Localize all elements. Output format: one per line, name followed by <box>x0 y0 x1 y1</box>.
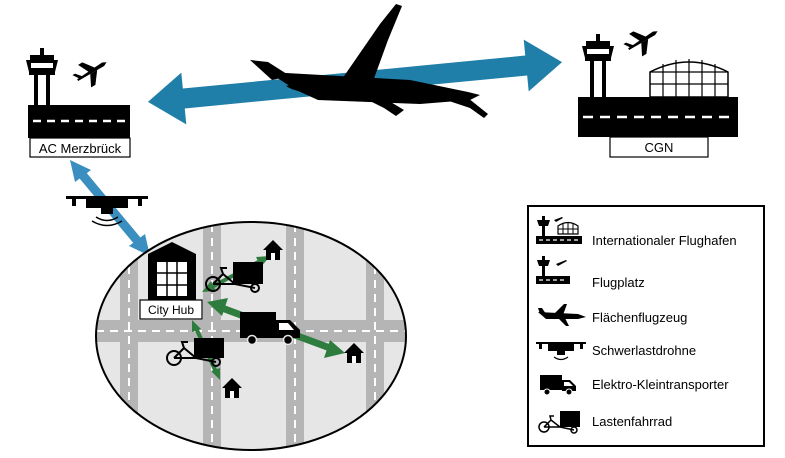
terminal-building <box>649 59 729 98</box>
hub-label: City Hub <box>148 303 194 317</box>
legend-label: Flugplatz <box>592 275 645 290</box>
legend-label: Lastenfahrrad <box>592 414 672 429</box>
small-plane-icon <box>623 31 658 57</box>
cargo-bike-icon <box>205 262 263 293</box>
hub-label-box <box>139 299 203 320</box>
airplane-icon <box>250 4 488 118</box>
heavy-lift-drone-icon <box>536 342 586 361</box>
legend: Internationaler Flughafen Flugplatz Fläc… <box>527 205 765 447</box>
airfield-icon <box>536 256 570 284</box>
runway <box>28 105 130 138</box>
electric-van-icon <box>540 375 576 396</box>
airport-label-box <box>609 136 709 158</box>
cargo-bike-icon <box>538 411 580 434</box>
heavy-lift-drone-icon <box>66 196 148 227</box>
fixed-wing-aircraft-icon <box>538 304 586 326</box>
control-tower-icon <box>582 34 614 97</box>
control-tower-icon <box>26 48 58 105</box>
right-airport: CGN <box>578 31 738 158</box>
warehouse-icon <box>148 242 196 300</box>
airport-label: CGN <box>645 140 674 155</box>
airfield-label: AC Merzbrück <box>39 141 122 156</box>
international-airport-icon <box>536 216 582 244</box>
legend-label: Internationaler Flughafen <box>592 233 737 248</box>
airfield-label-box <box>29 137 131 158</box>
legend-label: Flächenflugzeug <box>592 310 687 325</box>
legend-label: Schwerlastdrohne <box>592 343 696 358</box>
city-area: City Hub <box>95 221 407 451</box>
house-icon <box>344 343 364 363</box>
house-icon <box>263 240 283 260</box>
cargo-bike-icon <box>166 338 224 367</box>
house-icon <box>222 378 242 398</box>
runway <box>578 97 738 137</box>
electric-van-icon <box>240 312 300 346</box>
left-airfield: AC Merzbrück <box>26 48 131 158</box>
legend-label: Elektro-Kleintransporter <box>592 377 729 392</box>
small-plane-icon <box>72 62 107 88</box>
